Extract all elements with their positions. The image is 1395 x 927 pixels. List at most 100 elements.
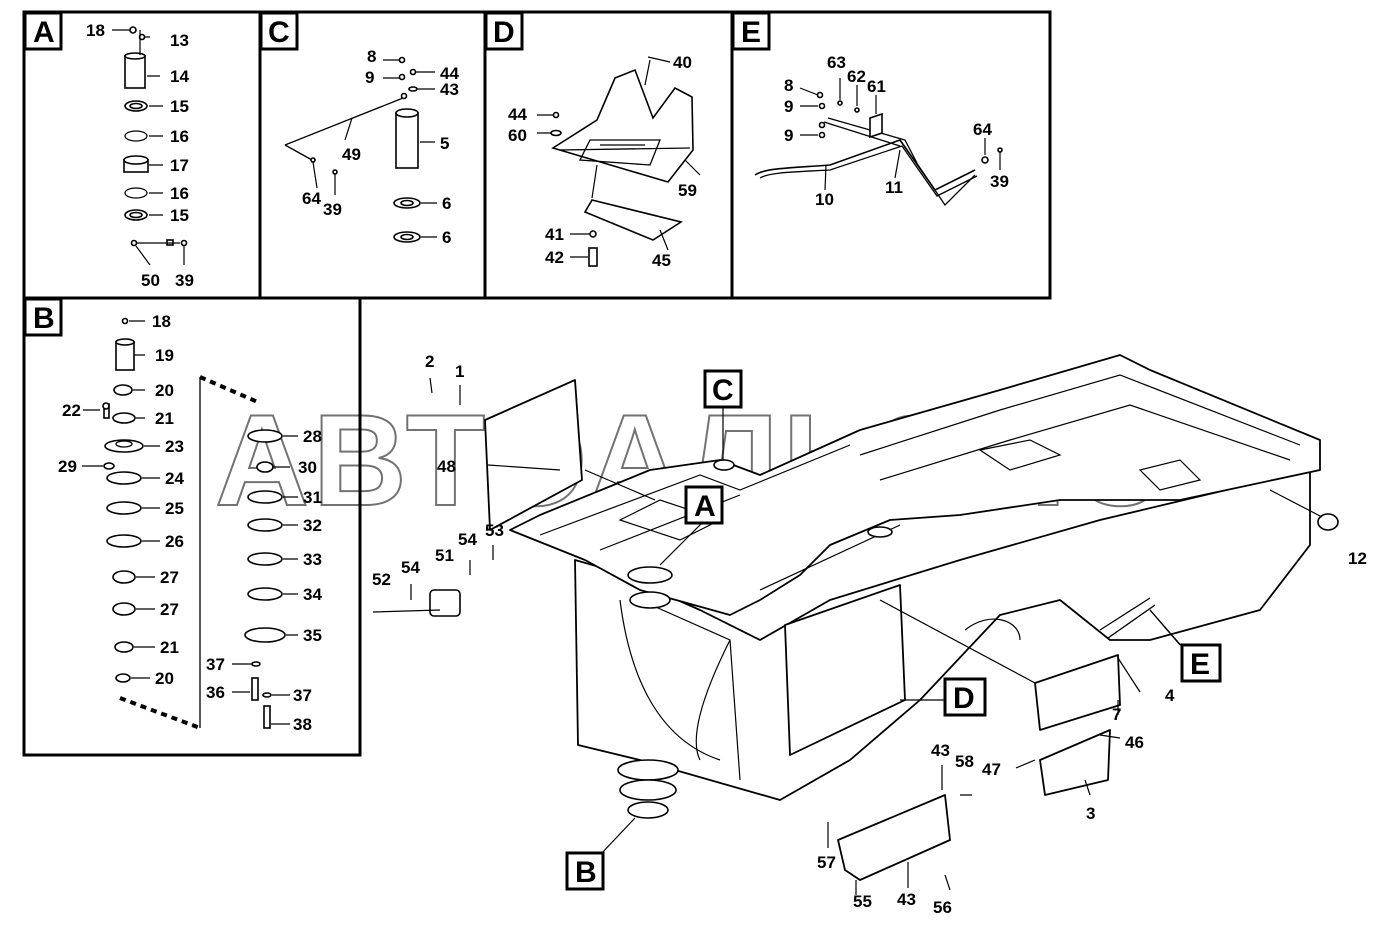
panel-c-parts xyxy=(284,56,437,243)
callout-box-c: C xyxy=(703,369,743,460)
callout-box-b: B xyxy=(565,817,636,891)
panel-b-callout: 36 xyxy=(206,683,225,702)
panel-d-callout: 44 xyxy=(508,105,527,124)
panel-b-parts xyxy=(82,317,298,730)
callout-a-letter: A xyxy=(694,490,716,523)
panel-b-callout: 21 xyxy=(155,409,174,428)
panel-b-callout: 33 xyxy=(303,550,322,569)
panel-b-callout: 30 xyxy=(298,458,317,477)
main-callout: 57 xyxy=(817,853,836,872)
panel-e-callout: 9 xyxy=(784,126,793,145)
panel-b-callout: 18 xyxy=(152,312,171,331)
panel-c-callout: 44 xyxy=(440,64,459,83)
main-callout: 55 xyxy=(853,892,872,911)
main-callout: 46 xyxy=(1125,733,1144,752)
panel-a-callout: 14 xyxy=(170,67,189,86)
panel-d-callout: 59 xyxy=(678,181,697,200)
panel-e-frame xyxy=(730,10,1052,300)
panel-b-callout: 35 xyxy=(303,626,322,645)
main-callout: 54 xyxy=(401,558,420,577)
panel-b-callout: 34 xyxy=(303,585,322,604)
panel-a-letter-box: A xyxy=(23,11,63,51)
panel-b-callout: 23 xyxy=(165,437,184,456)
panel-a-callout: 13 xyxy=(170,31,189,50)
panel-e-callout: 63 xyxy=(827,53,846,72)
main-callout: 56 xyxy=(933,898,952,917)
main-frame-assembly xyxy=(372,354,1339,895)
panel-e-letter: E xyxy=(741,16,761,49)
main-callout: 2 xyxy=(425,352,434,371)
panel-e-callout: 9 xyxy=(784,97,793,116)
panel-e-letter-box: E xyxy=(731,11,771,51)
panel-b-frame xyxy=(22,296,362,757)
panel-b-callout: 31 xyxy=(303,488,322,507)
panel-d-parts xyxy=(537,56,701,267)
main-callout: 12 xyxy=(1348,549,1367,568)
panel-a-callout: 50 xyxy=(141,271,160,290)
main-callout: 47 xyxy=(982,760,1001,779)
panel-b-callout: 20 xyxy=(155,381,174,400)
panel-b-callout: 24 xyxy=(165,469,184,488)
panel-b-callout: 19 xyxy=(155,346,174,365)
panel-e-callout: 61 xyxy=(867,77,886,96)
panel-d-callout: 42 xyxy=(545,248,564,267)
main-callout: 1 xyxy=(455,362,464,381)
panel-c-callout: 43 xyxy=(440,80,459,99)
main-callout: 3 xyxy=(1086,804,1095,823)
main-callout: 51 xyxy=(435,546,454,565)
main-callout: 48 xyxy=(437,457,456,476)
panel-b-callout: 21 xyxy=(160,638,179,657)
callout-d-letter: D xyxy=(953,682,975,715)
panel-b-callout: 25 xyxy=(165,499,184,518)
panel-d-callout: 41 xyxy=(545,225,564,244)
panel-e-callout: 8 xyxy=(784,76,793,95)
main-callout: 58 xyxy=(955,752,974,771)
callout-e-letter: E xyxy=(1190,648,1210,681)
panel-c-letter: C xyxy=(268,16,290,49)
panel-b-callout: 29 xyxy=(58,457,77,476)
panel-b-letter: B xyxy=(33,302,55,335)
main-callout: 52 xyxy=(372,570,391,589)
panel-c-callout: 5 xyxy=(440,134,449,153)
panel-a-callout: 39 xyxy=(175,271,194,290)
panel-c-callout: 8 xyxy=(367,47,376,66)
panel-e-callout: 64 xyxy=(973,120,992,139)
panel-a-callout: 15 xyxy=(170,206,189,225)
panel-e-callout: 10 xyxy=(815,190,834,209)
main-callout: 4 xyxy=(1165,686,1175,705)
panel-b-callout: 32 xyxy=(303,516,322,535)
panel-b-callout: 26 xyxy=(165,532,184,551)
panel-e-callout: 39 xyxy=(990,172,1009,191)
panel-c-callout: 9 xyxy=(365,68,374,87)
panel-c-letter-box: C xyxy=(259,11,299,51)
callout-box-a: A xyxy=(659,485,724,566)
main-callout: 43 xyxy=(897,890,916,909)
panel-b-callout: 37 xyxy=(293,686,312,705)
panel-c-callout: 64 xyxy=(302,189,321,208)
panel-c-callout: 49 xyxy=(342,145,361,164)
callout-b-letter: B xyxy=(575,856,597,889)
panel-b-letter-box: B xyxy=(23,297,63,337)
main-callout: 43 xyxy=(931,741,950,760)
panel-a-letter: A xyxy=(33,16,55,49)
main-callout: 54 xyxy=(458,530,477,549)
callout-c-letter: C xyxy=(712,374,734,407)
panel-a-callout: 17 xyxy=(170,156,189,175)
panel-b-callout: 38 xyxy=(293,715,312,734)
panel-d-callout: 40 xyxy=(673,53,692,72)
panel-b-callout: 22 xyxy=(62,401,81,420)
panel-a-callout: 16 xyxy=(170,184,189,203)
panel-e-callout: 62 xyxy=(847,67,866,86)
panel-d-letter: D xyxy=(493,16,515,49)
callout-box-d: D xyxy=(900,677,987,717)
panel-b-callout: 37 xyxy=(206,655,225,674)
panel-d-callout: 60 xyxy=(508,126,527,145)
panel-d-letter-box: D xyxy=(484,11,524,51)
panel-b-callout: 20 xyxy=(155,669,174,688)
panel-e-callout: 11 xyxy=(885,178,903,197)
panel-b-callout: 27 xyxy=(160,600,179,619)
panel-b-callout: 27 xyxy=(160,568,179,587)
panel-a-callout: 16 xyxy=(170,127,189,146)
panel-c-callout: 6 xyxy=(442,194,451,213)
